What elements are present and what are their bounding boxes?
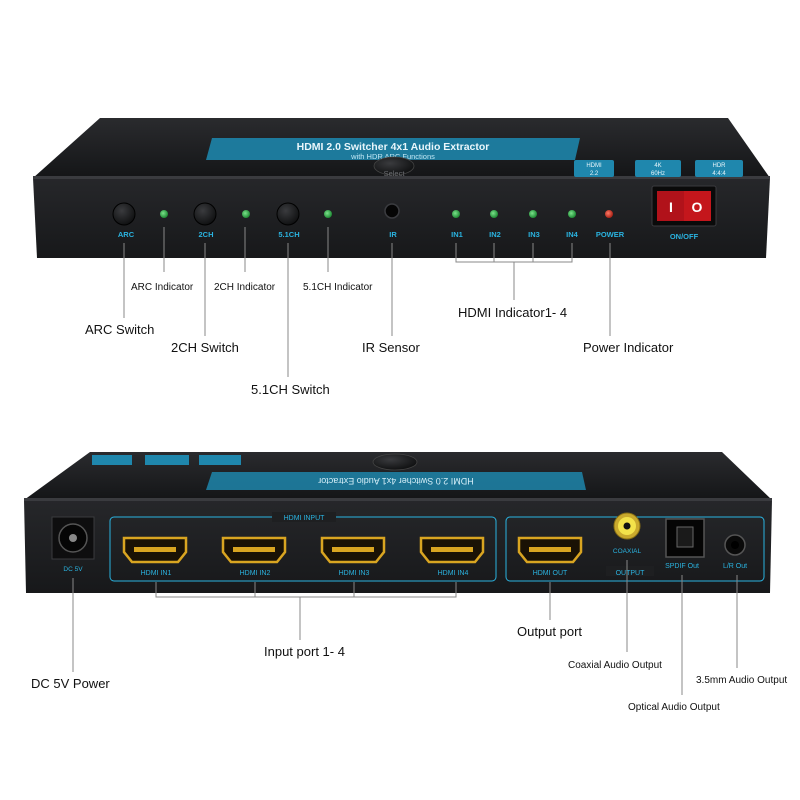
dc-power-callout: DC 5V Power [31, 676, 110, 691]
in1-led [452, 210, 460, 218]
5-1ch-button-label: 5.1CH [278, 230, 299, 239]
badge-2-bottom: 60Hz [651, 171, 665, 177]
front-panel-unit: HDMI 2.0 Switcher 4x1 Audio Extractor wi… [33, 118, 770, 258]
2ch-button[interactable] [193, 202, 217, 226]
5-1ch-indicator-callout: 5.1CH Indicator [303, 282, 373, 293]
hdmi-in2-label: HDMI IN2 [240, 570, 271, 577]
2ch-indicator-callout: 2CH Indicator [214, 282, 276, 293]
power-led [605, 210, 613, 218]
2ch-switch-callout: 2CH Switch [171, 340, 239, 355]
front-unit-face [33, 178, 770, 258]
ir-sensor-callout: IR Sensor [362, 340, 420, 355]
hdmi-input-label: HDMI INPUT [284, 515, 326, 522]
lr-label: L/R Out [723, 563, 747, 570]
power-label: POWER [596, 230, 625, 239]
dc-label: DC 5V [63, 566, 83, 573]
optical-output-callout: Optical Audio Output [628, 702, 720, 713]
coaxial-port[interactable] [613, 512, 641, 540]
5-1ch-button[interactable] [276, 202, 300, 226]
3-5mm-output-callout: 3.5mm Audio Output [696, 675, 787, 686]
spec-badges: HDMI 2.2 4K 60Hz HDR 4:4:4 [574, 160, 743, 177]
dc-power-jack [51, 516, 95, 560]
arc-button-label: ARC [118, 230, 135, 239]
coaxial-label: COAXIAL [613, 548, 642, 555]
badge-1-top: HDMI [586, 163, 602, 169]
ir-sensor [384, 203, 400, 219]
badge-3-bottom: 4:4:4 [712, 171, 726, 177]
hdmi-in4-label: HDMI IN4 [438, 570, 469, 577]
hdmi-indicator-callout: HDMI Indicator1- 4 [458, 305, 567, 320]
arc-indicator-callout: ARC Indicator [131, 282, 194, 293]
lr-audio-jack[interactable] [724, 534, 746, 556]
spdif-optical-port[interactable] [665, 518, 705, 558]
hdmi-out-label: HDMI OUT [533, 570, 568, 577]
front-subtitle: with HDR ARC Functions [350, 152, 435, 161]
hdmi-in1-label: HDMI IN1 [141, 570, 172, 577]
power-rocker-switch[interactable]: I O [651, 185, 717, 227]
arc-button[interactable] [112, 202, 136, 226]
front-callout-lines [123, 227, 611, 377]
switch-off-symbol: O [692, 199, 703, 215]
spdif-label: SPDIF Out [665, 563, 699, 570]
front-title: HDMI 2.0 Switcher 4x1 Audio Extractor [297, 141, 490, 153]
5-1ch-switch-callout: 5.1CH Switch [251, 382, 330, 397]
back-callouts: DC 5V Power Input port 1- 4 Output port … [31, 624, 787, 713]
power-indicator-callout: Power Indicator [583, 340, 674, 355]
output-label: OUTPUT [616, 570, 646, 577]
select-button[interactable] [373, 156, 415, 176]
coaxial-output-callout: Coaxial Audio Output [568, 660, 662, 671]
in2-label: IN2 [489, 230, 501, 239]
arc-indicator-led [160, 210, 168, 218]
2ch-button-label: 2CH [198, 230, 213, 239]
in3-led [529, 210, 537, 218]
back-unit-face [24, 500, 772, 593]
badge-3-top: HDR [713, 163, 727, 169]
badge-1-bottom: 2.2 [590, 171, 599, 177]
back-callout-lines [72, 560, 738, 695]
onoff-label: ON/OFF [670, 232, 699, 241]
hdmi-in1-port[interactable] [122, 536, 188, 564]
hdmi-in4-port[interactable] [419, 536, 485, 564]
arc-switch-callout: ARC Switch [85, 322, 154, 337]
output-port-callout: Output port [517, 624, 582, 639]
hdmi-in3-port[interactable] [320, 536, 386, 564]
back-title-mirrored: HDMI 2.0 Switcher 4x1 Audio Extractor [318, 476, 474, 486]
in2-led [490, 210, 498, 218]
badge-2-top: 4K [654, 163, 661, 169]
5-1ch-indicator-led [324, 210, 332, 218]
back-panel-unit: HDMI 2.0 Switcher 4x1 Audio Extractor DC… [24, 452, 772, 593]
select-label: Select [384, 169, 406, 178]
in4-label: IN4 [566, 230, 579, 239]
switch-on-symbol: I [669, 199, 673, 215]
front-title-plate: HDMI 2.0 Switcher 4x1 Audio Extractor wi… [206, 138, 580, 161]
ir-label: IR [389, 230, 397, 239]
in1-label: IN1 [451, 230, 463, 239]
hdmi-in3-label: HDMI IN3 [339, 570, 370, 577]
in4-led [568, 210, 576, 218]
hdmi-out-port[interactable] [517, 536, 583, 564]
front-callouts: ARC Indicator 2CH Indicator 5.1CH Indica… [85, 282, 674, 397]
input-port-callout: Input port 1- 4 [264, 644, 345, 659]
in3-label: IN3 [528, 230, 540, 239]
hdmi-in2-port[interactable] [221, 536, 287, 564]
2ch-indicator-led [242, 210, 250, 218]
